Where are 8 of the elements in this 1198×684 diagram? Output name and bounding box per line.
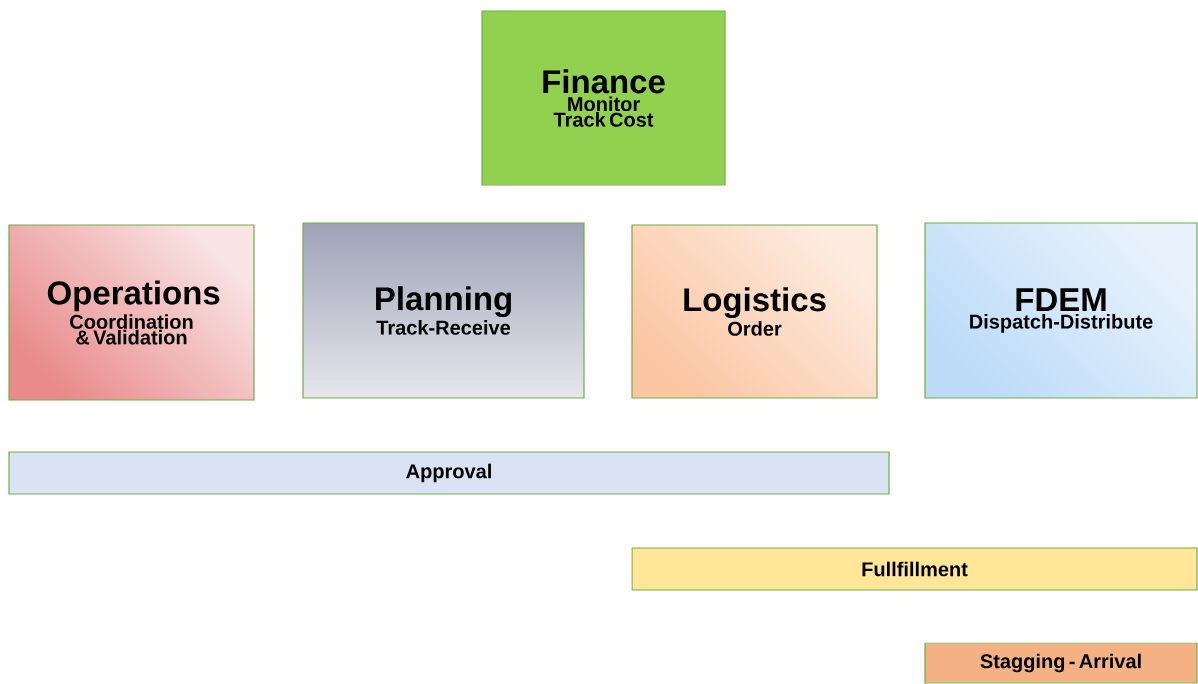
department-box: Planning Track-Receive [302, 222, 585, 399]
department-box: FDEM Dispatch-Distribute [924, 222, 1198, 399]
department-box: Finance Monitor Track Cost [481, 10, 726, 186]
department-box: Logistics Order [631, 224, 878, 399]
phase-bar: Stagging - Arrival [924, 642, 1198, 684]
department-box: Operations Coordination & Validation [8, 224, 255, 401]
phase-bar: Fullfillment [631, 547, 1198, 591]
phase-bar: Approval [8, 451, 890, 495]
